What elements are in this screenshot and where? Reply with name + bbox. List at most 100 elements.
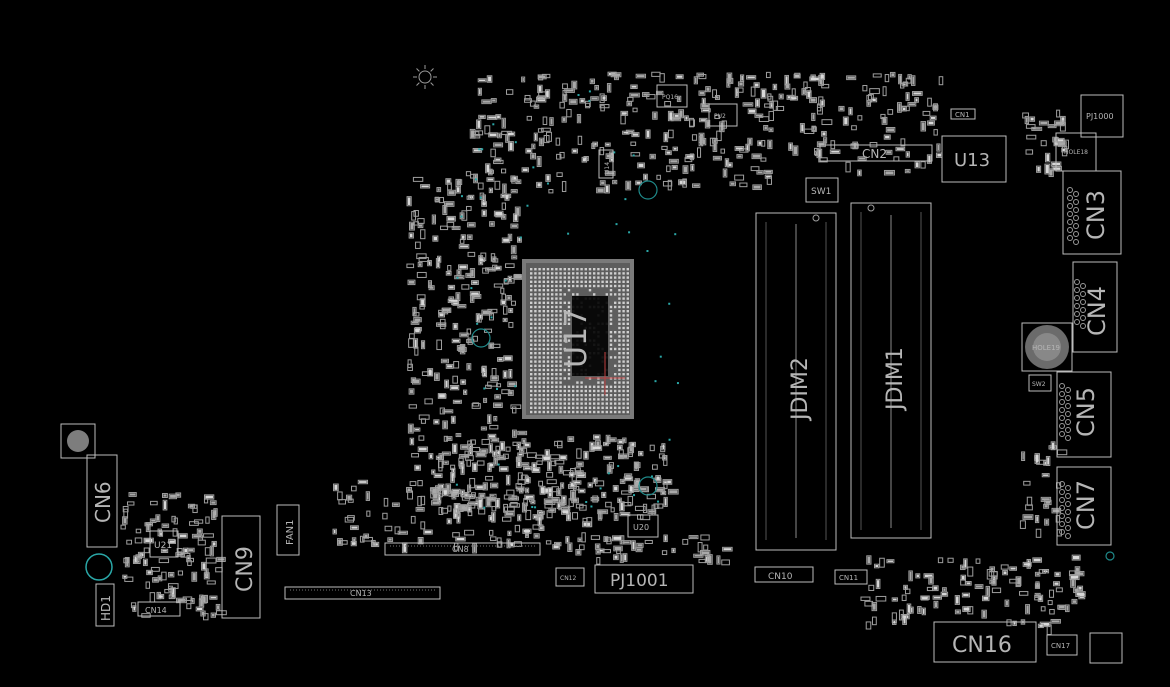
bga-ball (546, 381, 550, 384)
smd-part (371, 539, 376, 547)
connector-cn3[interactable]: CN3 (1062, 170, 1122, 255)
connector-cn7[interactable]: CN7 (1056, 466, 1112, 546)
bga-ball (605, 389, 608, 393)
smd-part (692, 183, 701, 188)
bga-ball (534, 373, 537, 376)
connector-cn9[interactable]: CN9 (221, 515, 261, 619)
smd-part (938, 76, 944, 86)
connector-cn12[interactable]: CN12 (555, 567, 585, 587)
connector-hd1[interactable]: HD1 (95, 583, 115, 627)
smd-part (406, 263, 415, 269)
smd-part (889, 71, 896, 78)
switch-sw2[interactable]: SW2 (1028, 374, 1052, 392)
smd-part (408, 404, 417, 409)
fiducial-ray (416, 68, 420, 72)
dimm-socket-jdim2[interactable]: JDIM2 (755, 212, 837, 551)
connector-cn14[interactable]: CN14 (137, 601, 181, 617)
smd-part (466, 234, 473, 240)
smd-part (501, 168, 507, 174)
smd-part (672, 146, 678, 152)
smd-part (940, 591, 949, 597)
smd-part (503, 503, 509, 513)
chip-u20[interactable]: U20 (627, 514, 659, 538)
connector-pin (1073, 223, 1079, 229)
bga-ball (538, 314, 541, 317)
switch-sw1[interactable]: SW1 (805, 177, 839, 203)
smd-part (578, 544, 585, 551)
chip-pq16[interactable]: PQ16 (656, 84, 688, 108)
cpu-u17[interactable]: U17 (522, 259, 634, 419)
bga-ball (542, 406, 545, 409)
smd-part (459, 332, 469, 338)
connector-cn16[interactable]: CN16 (933, 621, 1037, 663)
smd-part (449, 384, 460, 391)
smd-part (549, 117, 554, 126)
smd-part (187, 547, 195, 553)
bga-ball (584, 410, 587, 414)
connector-fan1[interactable]: FAN1 (276, 504, 300, 556)
bga-ball (576, 284, 579, 288)
smd-part (1056, 109, 1061, 118)
smd-part (750, 166, 760, 172)
smd-part (663, 480, 668, 490)
smd-part (417, 261, 423, 268)
smd-part (599, 180, 606, 186)
connector-cn8[interactable]: CN8 (384, 542, 541, 556)
connector-cn13[interactable]: CN13 (284, 586, 441, 600)
smd-part (135, 528, 142, 534)
pu2-label: PU2 (714, 113, 726, 120)
bga-ball (588, 410, 592, 414)
smd-part (1045, 152, 1051, 163)
smd-part (493, 402, 503, 409)
bga-ball (551, 322, 554, 325)
connector-cn5[interactable]: CN5 (1056, 371, 1112, 458)
power-jack-pj1000[interactable]: PJ1000 (1080, 94, 1124, 138)
bga-ball (614, 293, 617, 296)
chip-u13[interactable]: U13 (941, 135, 1007, 183)
smd-part (491, 505, 497, 512)
smd-part (929, 115, 937, 121)
bga-ball (546, 389, 550, 393)
bga-ball (530, 398, 533, 401)
smd-part (857, 169, 862, 177)
connector-cn1[interactable]: CN1 (950, 108, 976, 120)
connector-cn17[interactable]: CN17 (1046, 634, 1078, 656)
smd-part (501, 237, 511, 244)
power-jack-pj1001[interactable]: PJ1001 (594, 564, 694, 594)
chip-pu2[interactable]: PU2 (708, 103, 738, 127)
connector-cn6[interactable]: CN6 (86, 454, 118, 548)
bga-ball (551, 305, 554, 309)
chip-u14[interactable]: U14 (598, 149, 614, 179)
bga-ball (563, 339, 566, 342)
smd-part (516, 442, 521, 451)
smd-part (498, 466, 509, 472)
bga-ball (551, 289, 554, 292)
smd-part (753, 82, 760, 88)
smd-part (883, 134, 891, 140)
bga-ball (542, 335, 545, 338)
smd-part (675, 74, 684, 80)
connector-cn11[interactable]: CN11 (834, 569, 868, 585)
chip-u21[interactable]: U21 (149, 530, 179, 558)
smd-part (409, 481, 417, 487)
smd-part (443, 201, 455, 207)
bga-ball (622, 381, 625, 384)
pj1001-label: PJ1001 (610, 571, 669, 591)
dimm-socket-jdim1[interactable]: JDIM1 (850, 202, 932, 539)
connector-cn4[interactable]: CN4 (1072, 261, 1118, 353)
connector-pin (1067, 203, 1073, 209)
smd-part (442, 420, 448, 430)
smd-part (848, 107, 853, 116)
smd-part (438, 460, 443, 472)
connector-cn10[interactable]: CN10 (754, 566, 814, 583)
smd-part (911, 91, 923, 96)
smd-part (790, 95, 799, 101)
smd-part (478, 257, 486, 263)
smd-part (337, 540, 348, 545)
smd-part (456, 345, 465, 351)
bga-ball (567, 377, 571, 380)
bga-ball (534, 326, 537, 330)
smd-part (1006, 619, 1012, 627)
connector-cn2[interactable]: CN2 (819, 144, 933, 162)
smd-part (761, 139, 766, 147)
